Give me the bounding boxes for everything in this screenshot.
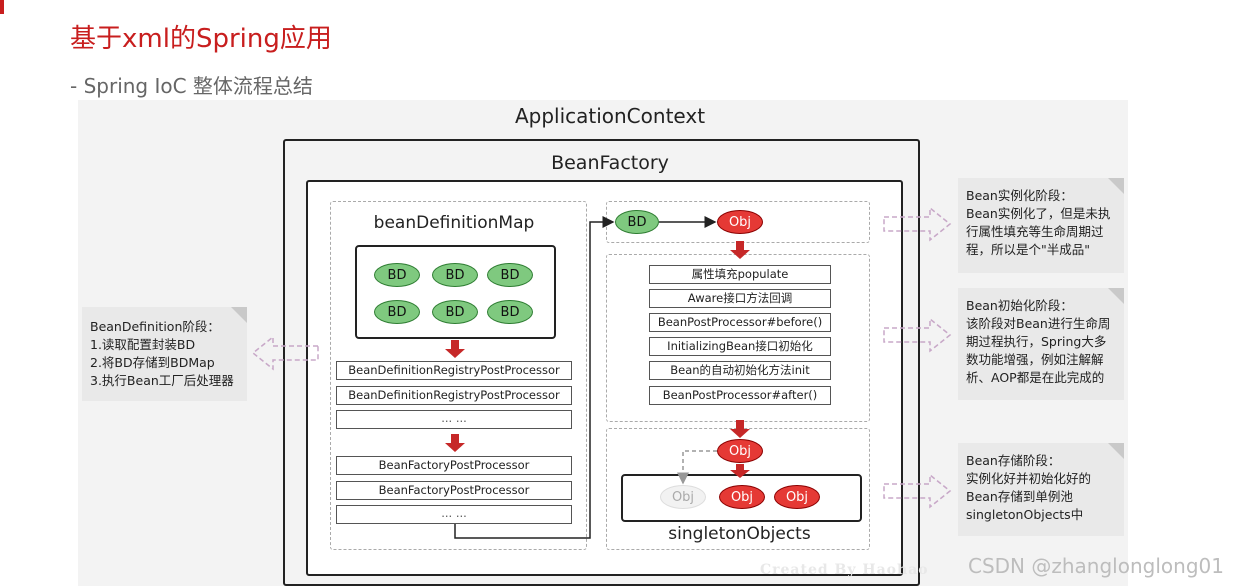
bean-definition-node: BD — [487, 300, 533, 324]
bean-definition-node: BD — [432, 300, 478, 324]
object-node: Obj — [719, 485, 765, 509]
bean-definition-node: BD — [374, 263, 420, 287]
registry-post-processor-box: BeanDefinitionRegistryPostProcessor — [336, 386, 572, 405]
note-line: 行属性填充等生命周期过 — [966, 224, 1104, 239]
initialization-note: Bean初始化阶段： 该阶段对Bean进行生命周 期过程执行，Spring大多 … — [958, 288, 1124, 400]
init-step-box: BeanPostProcessor#before() — [649, 313, 831, 332]
note-line: Bean存储到单例池 — [966, 489, 1073, 504]
init-step-box: BeanPostProcessor#after() — [649, 386, 831, 405]
init-step-box: InitializingBean接口初始化 — [649, 337, 831, 356]
factory-post-processor-box: BeanFactoryPostProcessor — [336, 481, 572, 500]
accent-bar — [0, 0, 4, 14]
bean-definition-map-box — [355, 245, 556, 339]
factory-post-processor-box: BeanFactoryPostProcessor — [336, 456, 572, 475]
storage-note: Bean存储阶段： 实例化好并初始化好的 Bean存储到单例池 singleto… — [958, 443, 1124, 536]
csdn-watermark: CSDN @zhanglonglong01 — [968, 554, 1224, 578]
note-line: 3.执行Bean工厂后处理器 — [90, 373, 234, 388]
bean-definition-node: BD — [432, 263, 478, 287]
init-step-box: Bean的自动初始化方法init — [649, 361, 831, 380]
note-line: BeanDefinition阶段： — [90, 319, 220, 334]
note-line: singletonObjects中 — [966, 507, 1084, 522]
bean-definition-node: BD — [487, 263, 533, 287]
note-line: 1.读取配置封装BD — [90, 337, 196, 352]
note-line: Bean实例化了，但是未执 — [966, 206, 1111, 221]
created-by-watermark: Created By Haohao — [760, 562, 929, 578]
registry-post-processor-box: BeanDefinitionRegistryPostProcessor — [336, 361, 572, 380]
instantiation-note: Bean实例化阶段： Bean实例化了，但是未执 行属性填充等生命周期过 程，所… — [958, 178, 1124, 273]
note-line: 2.将BD存储到BDMap — [90, 355, 215, 370]
init-step-box: Aware接口方法回调 — [649, 289, 831, 308]
bean-definition-note: BeanDefinition阶段： 1.读取配置封装BD 2.将BD存储到BDM… — [82, 307, 247, 401]
init-step-box: 属性填充populate — [649, 265, 831, 284]
singleton-objects-label: singletonObjects — [668, 524, 811, 544]
page-subtitle: - Spring IoC 整体流程总结 — [70, 74, 313, 98]
registry-ellipsis-box: ... ... — [336, 410, 572, 429]
bean-definition-map-label: beanDefinitionMap — [373, 213, 535, 233]
bean-factory-label: BeanFactory — [551, 152, 669, 174]
note-line: 该阶段对Bean进行生命周 — [966, 316, 1111, 331]
note-line: 实例化好并初始化好的 — [966, 471, 1092, 486]
object-node: Obj — [774, 485, 820, 509]
note-line: Bean初始化阶段： — [966, 298, 1073, 313]
note-line: Bean实例化阶段： — [966, 188, 1073, 203]
object-node: Obj — [717, 439, 763, 463]
object-node: Obj — [717, 210, 763, 234]
bean-definition-node: BD — [374, 300, 420, 324]
application-context-label: ApplicationContext — [514, 104, 706, 128]
page-title: 基于xml的Spring应用 — [70, 24, 332, 54]
note-line: Bean存储阶段： — [966, 453, 1061, 468]
bean-definition-node: BD — [615, 210, 659, 234]
object-node-ghost: Obj — [660, 485, 706, 509]
note-line: 程，所以是个"半成品" — [966, 242, 1090, 257]
factory-ellipsis-box: ... ... — [336, 505, 572, 524]
note-line: 析、AOP都是在此完成的 — [966, 370, 1105, 385]
note-line: 期过程执行，Spring大多 — [966, 334, 1107, 349]
note-line: 数功能增强，例如注解解 — [966, 352, 1104, 367]
